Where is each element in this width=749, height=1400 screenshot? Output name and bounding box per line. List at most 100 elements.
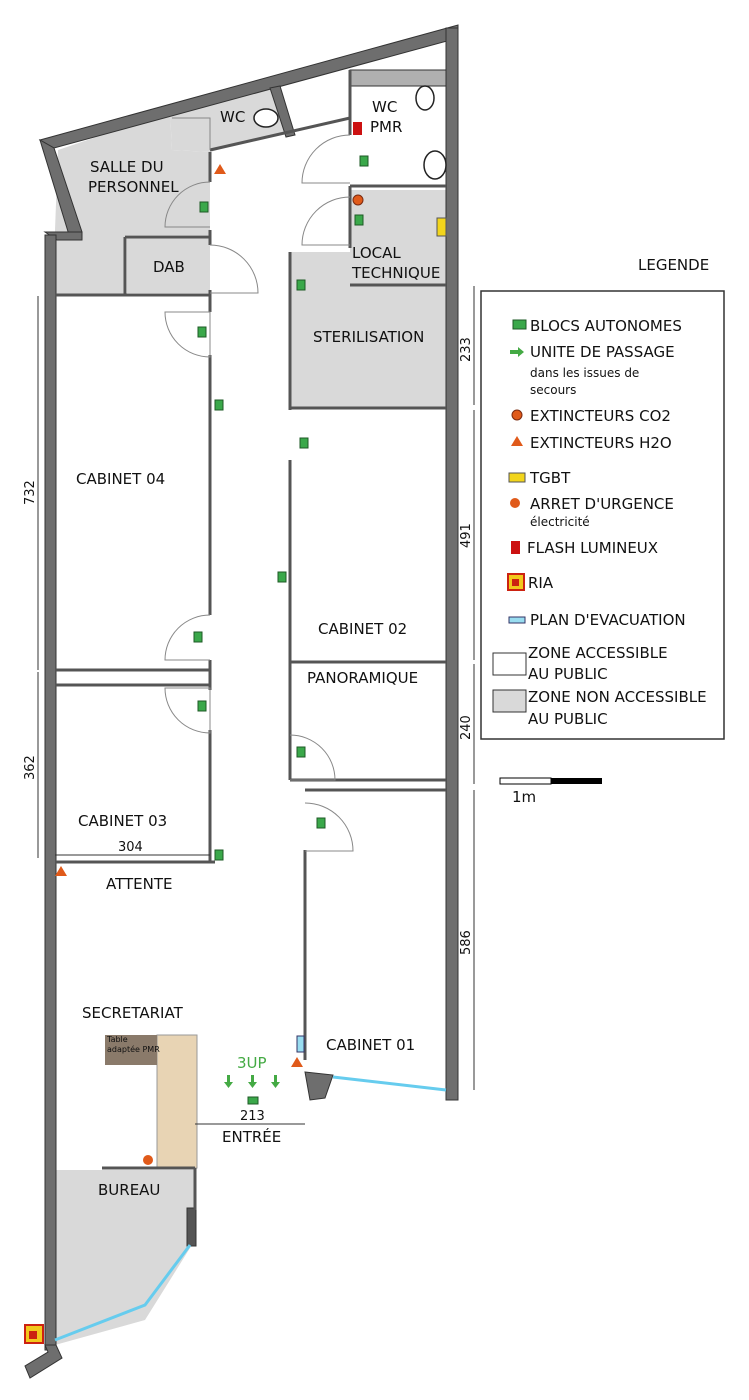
east-wall [445, 27, 459, 1101]
bloc-autonome-markers [193, 155, 369, 1105]
label-wc-pmr-1: WC [372, 98, 397, 116]
legend-zone-pub-1: ZONE ACCESSIBLE [528, 644, 668, 662]
toilet-pmr [415, 85, 435, 111]
bloc-autonome-icon [247, 1096, 259, 1105]
legend-flash: FLASH LUMINEUX [527, 539, 658, 557]
legend-co2-icon [511, 409, 523, 421]
label-salle-2: PERSONNEL [88, 178, 179, 196]
legend-tgbt-icon [508, 472, 526, 483]
arret-urgence-icon [143, 1155, 153, 1165]
zone-bureau [55, 1170, 195, 1345]
label-attente: ATTENTE [106, 875, 173, 893]
glazing [54, 1075, 447, 1342]
dim-586: 586 [459, 930, 474, 955]
flash-lumineux-icon [353, 122, 362, 135]
dim-233: 233 [459, 337, 474, 362]
bloc-autonome-icon [197, 700, 207, 712]
dim-240: 240 [459, 715, 474, 740]
label-cabinet-02: CABINET 02 [318, 620, 407, 638]
door-swings [164, 117, 354, 852]
bloc-autonome-icon [316, 817, 326, 829]
down-arrow-icon [271, 1075, 280, 1088]
label-wc: WC [220, 108, 245, 126]
wc-pmr-north [349, 69, 447, 87]
label-salle-1: SALLE DU [90, 158, 164, 176]
extinguisher-h2o-icon [291, 1057, 303, 1067]
down-arrow-icon [248, 1075, 257, 1088]
bloc-autonome-icon [214, 849, 224, 861]
zone-salle-personnel [55, 112, 210, 295]
toilet-wc [253, 108, 279, 128]
legend-zone-public-swatch [492, 652, 527, 676]
legend-blocs: BLOCS AUTONOMES [530, 317, 682, 335]
extinguisher-markers [55, 164, 364, 1067]
label-3up: 3UP [237, 1054, 267, 1072]
plan-evacuation-icon [296, 1035, 305, 1053]
legend-zone-non-2: AU PUBLIC [528, 710, 608, 728]
scale-bar [499, 777, 602, 785]
bloc-autonome-icon [199, 201, 209, 213]
extinguisher-co2-icon [352, 194, 364, 206]
bloc-autonome-icon [359, 155, 369, 167]
bureau-door-frame [186, 1207, 197, 1247]
bloc-autonome-icon [193, 631, 203, 643]
bloc-autonome-icon [299, 437, 309, 449]
legend-plan: PLAN D'EVACUATION [530, 611, 686, 629]
legend-title: LEGENDE [638, 256, 709, 274]
legend-ext-h2o: EXTINCTEURS H2O [530, 434, 672, 452]
label-cabinet-01: CABINET 01 [326, 1036, 415, 1054]
legend-zone-restricted-swatch [492, 689, 527, 713]
label-bureau: BUREAU [98, 1181, 160, 1199]
label-wc-pmr-2: PMR [370, 118, 402, 136]
legend-arret-2: électricité [530, 515, 590, 529]
label-table-2: adaptée PMR [107, 1044, 160, 1054]
dimension-lines [37, 286, 475, 1125]
legend-unite-2: dans les issues de [530, 366, 639, 380]
dim-491: 491 [459, 523, 474, 548]
unite-passage-arrows [224, 1075, 280, 1088]
scale-label: 1m [512, 788, 536, 806]
legend-unite-3: secours [530, 383, 576, 397]
extinguisher-h2o-icon [55, 866, 67, 876]
ria-icon [24, 1324, 44, 1344]
west-wall [44, 234, 57, 1351]
legend-ria: RIA [528, 574, 554, 592]
table-pmr [105, 1035, 157, 1065]
restricted-zones [55, 85, 446, 1345]
zone-wc [170, 85, 290, 152]
label-table-1: Table [106, 1035, 128, 1044]
extinguisher-h2o-icon [214, 164, 226, 174]
legend-flash-icon [511, 541, 520, 554]
bloc-autonome-icon [277, 571, 287, 583]
sink-pmr [423, 150, 447, 180]
sw-corner [24, 1344, 63, 1379]
legend-h2o-icon [511, 436, 523, 446]
legend-plan-icon [508, 616, 526, 624]
label-cabinet-04: CABINET 04 [76, 470, 165, 488]
zone-dab [127, 237, 210, 293]
label-entree: ENTRÉE [222, 1127, 281, 1146]
legend-zone-non-1: ZONE NON ACCESSIBLE [528, 688, 707, 706]
walls [24, 24, 459, 1379]
bloc-autonome-icon [354, 214, 364, 226]
secretariat-desk [156, 1034, 198, 1169]
dim-732: 732 [23, 480, 38, 505]
label-local-2: TECHNIQUE [351, 264, 440, 282]
legend-tgbt: TGBT [529, 469, 571, 487]
sanitary-fixtures [253, 85, 447, 180]
dim-213: 213 [240, 1109, 265, 1124]
bloc-autonome-icon [214, 399, 224, 411]
wc-partition [269, 85, 296, 138]
bloc-autonome-icon [296, 279, 306, 291]
dim-304: 304 [118, 840, 143, 855]
label-sterilisation: STERILISATION [313, 328, 424, 346]
legend-arret-icon [510, 498, 520, 508]
tgbt-icon [436, 217, 447, 237]
bloc-autonome-icon [296, 746, 306, 758]
zone-sterilisation [290, 252, 446, 408]
label-cabinet-03: CABINET 03 [78, 812, 167, 830]
legend-arrow-icon [510, 347, 524, 357]
dim-362: 362 [23, 755, 38, 780]
down-arrow-icon [224, 1075, 233, 1088]
